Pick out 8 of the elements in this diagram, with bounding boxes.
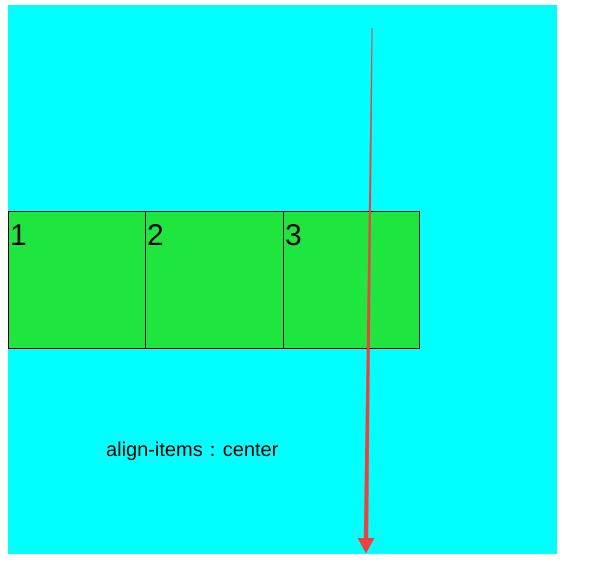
flex-item-box — [8, 211, 146, 349]
flex-container — [8, 5, 557, 554]
caption-text: align-items：center — [106, 440, 278, 460]
item-number: 2 — [147, 221, 164, 251]
item-number: 1 — [10, 221, 27, 251]
item-number: 3 — [285, 221, 302, 251]
flex-item-box — [283, 211, 420, 349]
flex-item-box — [145, 211, 284, 349]
